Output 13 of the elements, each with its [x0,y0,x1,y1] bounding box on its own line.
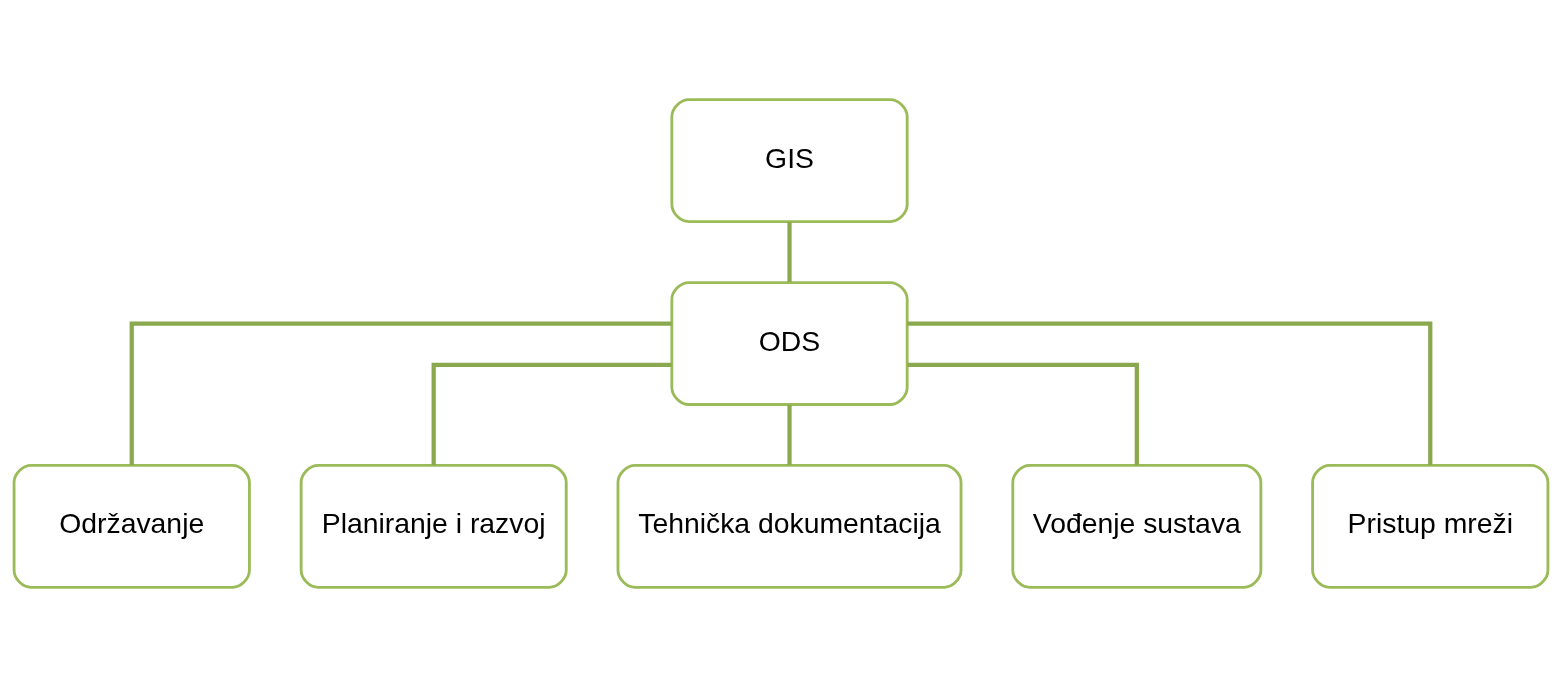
node-box: Vođenje sustava [1011,464,1263,589]
connector [787,404,792,465]
connector [431,362,672,466]
node-box: Pristup mreži [1311,464,1550,589]
node-box: GIS [670,98,909,223]
node-box: ODS [670,281,909,406]
connector [907,321,1433,465]
node-box: Tehnička dokumentacija [616,464,963,589]
connector [787,222,792,282]
node-box: Održavanje [12,464,251,589]
node-box: Planiranje i razvoj [299,464,568,589]
connector [907,362,1139,466]
connector [129,321,672,465]
